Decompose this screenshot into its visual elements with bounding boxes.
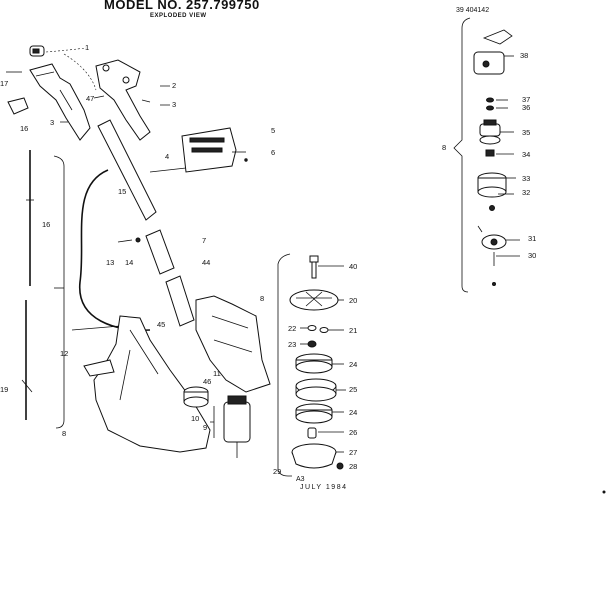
washer-22-part bbox=[300, 325, 317, 331]
upper-shaft-tube-part bbox=[97, 119, 157, 221]
callout-36: 36 bbox=[522, 103, 531, 112]
callout-31: 31 bbox=[528, 234, 537, 243]
callout-24-lower: 24 bbox=[349, 408, 358, 417]
callout-23: 23 bbox=[288, 340, 297, 349]
screw-parts bbox=[6, 71, 151, 103]
assembly-code: 39 404142 bbox=[456, 7, 490, 14]
drum-33-part bbox=[477, 172, 516, 198]
bearing-35-part bbox=[479, 119, 514, 145]
callout-1: 1 bbox=[85, 43, 90, 52]
callout-19: 19 bbox=[0, 385, 9, 394]
bolt-30-part bbox=[492, 252, 520, 286]
callout-30: 30 bbox=[528, 251, 537, 260]
callout-32: 32 bbox=[522, 188, 531, 197]
fan-20-part bbox=[289, 289, 344, 311]
bracket-left bbox=[53, 155, 65, 429]
callout-8-center: 8 bbox=[260, 294, 265, 303]
callout-17: 17 bbox=[0, 79, 9, 88]
callout-16-top: 16 bbox=[20, 124, 29, 133]
handle-cap-part bbox=[29, 45, 45, 57]
callout-35: 35 bbox=[522, 128, 531, 137]
clamp-screw-parts bbox=[71, 237, 141, 331]
ring-24-upper-part bbox=[295, 353, 344, 374]
trigger-part bbox=[7, 97, 29, 115]
nut-23-part bbox=[300, 340, 317, 348]
callout-20: 20 bbox=[349, 296, 358, 305]
washer-21-part bbox=[319, 327, 344, 333]
washer-37-part bbox=[486, 97, 508, 103]
callout-44: 44 bbox=[202, 258, 211, 267]
callout-9: 9 bbox=[203, 423, 208, 432]
callout-37: 37 bbox=[522, 95, 531, 104]
callout-11: 11 bbox=[213, 369, 221, 378]
view-subtitle: EXPLODED VIEW bbox=[150, 13, 207, 19]
cord-12-part bbox=[21, 300, 33, 420]
callout-29: 29 bbox=[273, 467, 282, 476]
leader-lines-top bbox=[45, 47, 170, 123]
cap-31-part bbox=[477, 225, 520, 250]
callout-4: 4 bbox=[165, 152, 170, 161]
spring-26-part bbox=[307, 427, 344, 439]
ring-24-lower-part bbox=[295, 403, 344, 424]
shield-guard-part bbox=[93, 315, 211, 453]
cover-part bbox=[83, 359, 115, 377]
spool-25-part bbox=[295, 378, 346, 402]
callout-45: 45 bbox=[157, 320, 166, 329]
plug-38-part bbox=[473, 29, 514, 75]
callout-27: 27 bbox=[349, 448, 358, 457]
callout-26: 26 bbox=[349, 428, 358, 437]
callout-16: 16 bbox=[42, 220, 51, 229]
shaft-34-part bbox=[485, 149, 514, 157]
callout-10: 10 bbox=[191, 414, 200, 423]
callout-28: 28 bbox=[349, 462, 358, 471]
washer-36-part bbox=[486, 105, 508, 111]
callout-40: 40 bbox=[349, 262, 358, 271]
bracket-right bbox=[453, 17, 471, 293]
callout-3-left: 3 bbox=[50, 118, 55, 127]
callout-34: 34 bbox=[522, 150, 531, 159]
motor-part bbox=[210, 395, 251, 458]
cord-16-part bbox=[26, 150, 34, 286]
callout-14: 14 bbox=[125, 258, 134, 267]
nut-32-part bbox=[489, 193, 514, 211]
power-cord-part bbox=[79, 169, 151, 331]
motor-housing-part bbox=[195, 295, 271, 393]
footer-date: JULY 1984 bbox=[300, 484, 348, 491]
handle-left-half-part bbox=[29, 63, 91, 141]
callout-22: 22 bbox=[288, 324, 297, 333]
callout-3-right: 3 bbox=[172, 100, 177, 109]
callout-47: 47 bbox=[86, 94, 95, 103]
handle-right-half-part bbox=[95, 59, 151, 141]
bolt-40-part bbox=[309, 255, 344, 279]
callout-38: 38 bbox=[520, 51, 529, 60]
callout-13: 13 bbox=[106, 258, 115, 267]
switch-box-part bbox=[149, 127, 246, 173]
middle-tube-part bbox=[145, 229, 175, 275]
callout-2: 2 bbox=[172, 81, 177, 90]
callout-33: 33 bbox=[522, 174, 531, 183]
callout-12: 12 bbox=[60, 349, 69, 358]
callout-46: 46 bbox=[203, 377, 212, 386]
spool-10-part bbox=[183, 386, 209, 408]
callout-7: 7 bbox=[202, 236, 207, 245]
callout-8-right: 8 bbox=[442, 143, 447, 152]
callout-5: 5 bbox=[271, 126, 276, 135]
callout-25: 25 bbox=[349, 385, 358, 394]
callout-6: 6 bbox=[271, 148, 276, 157]
bracket-center bbox=[277, 253, 292, 477]
callout-24-upper: 24 bbox=[349, 360, 358, 369]
footer-ref: A3 bbox=[296, 476, 305, 483]
callout-15: 15 bbox=[118, 187, 127, 196]
knob-28-part bbox=[336, 462, 344, 470]
model-title: MODEL NO. 257.799750 bbox=[104, 0, 260, 12]
callout-8-left: 8 bbox=[62, 429, 67, 438]
lower-tube-part bbox=[165, 275, 195, 327]
housing-27-part bbox=[291, 443, 344, 469]
callout-21: 21 bbox=[349, 326, 358, 335]
